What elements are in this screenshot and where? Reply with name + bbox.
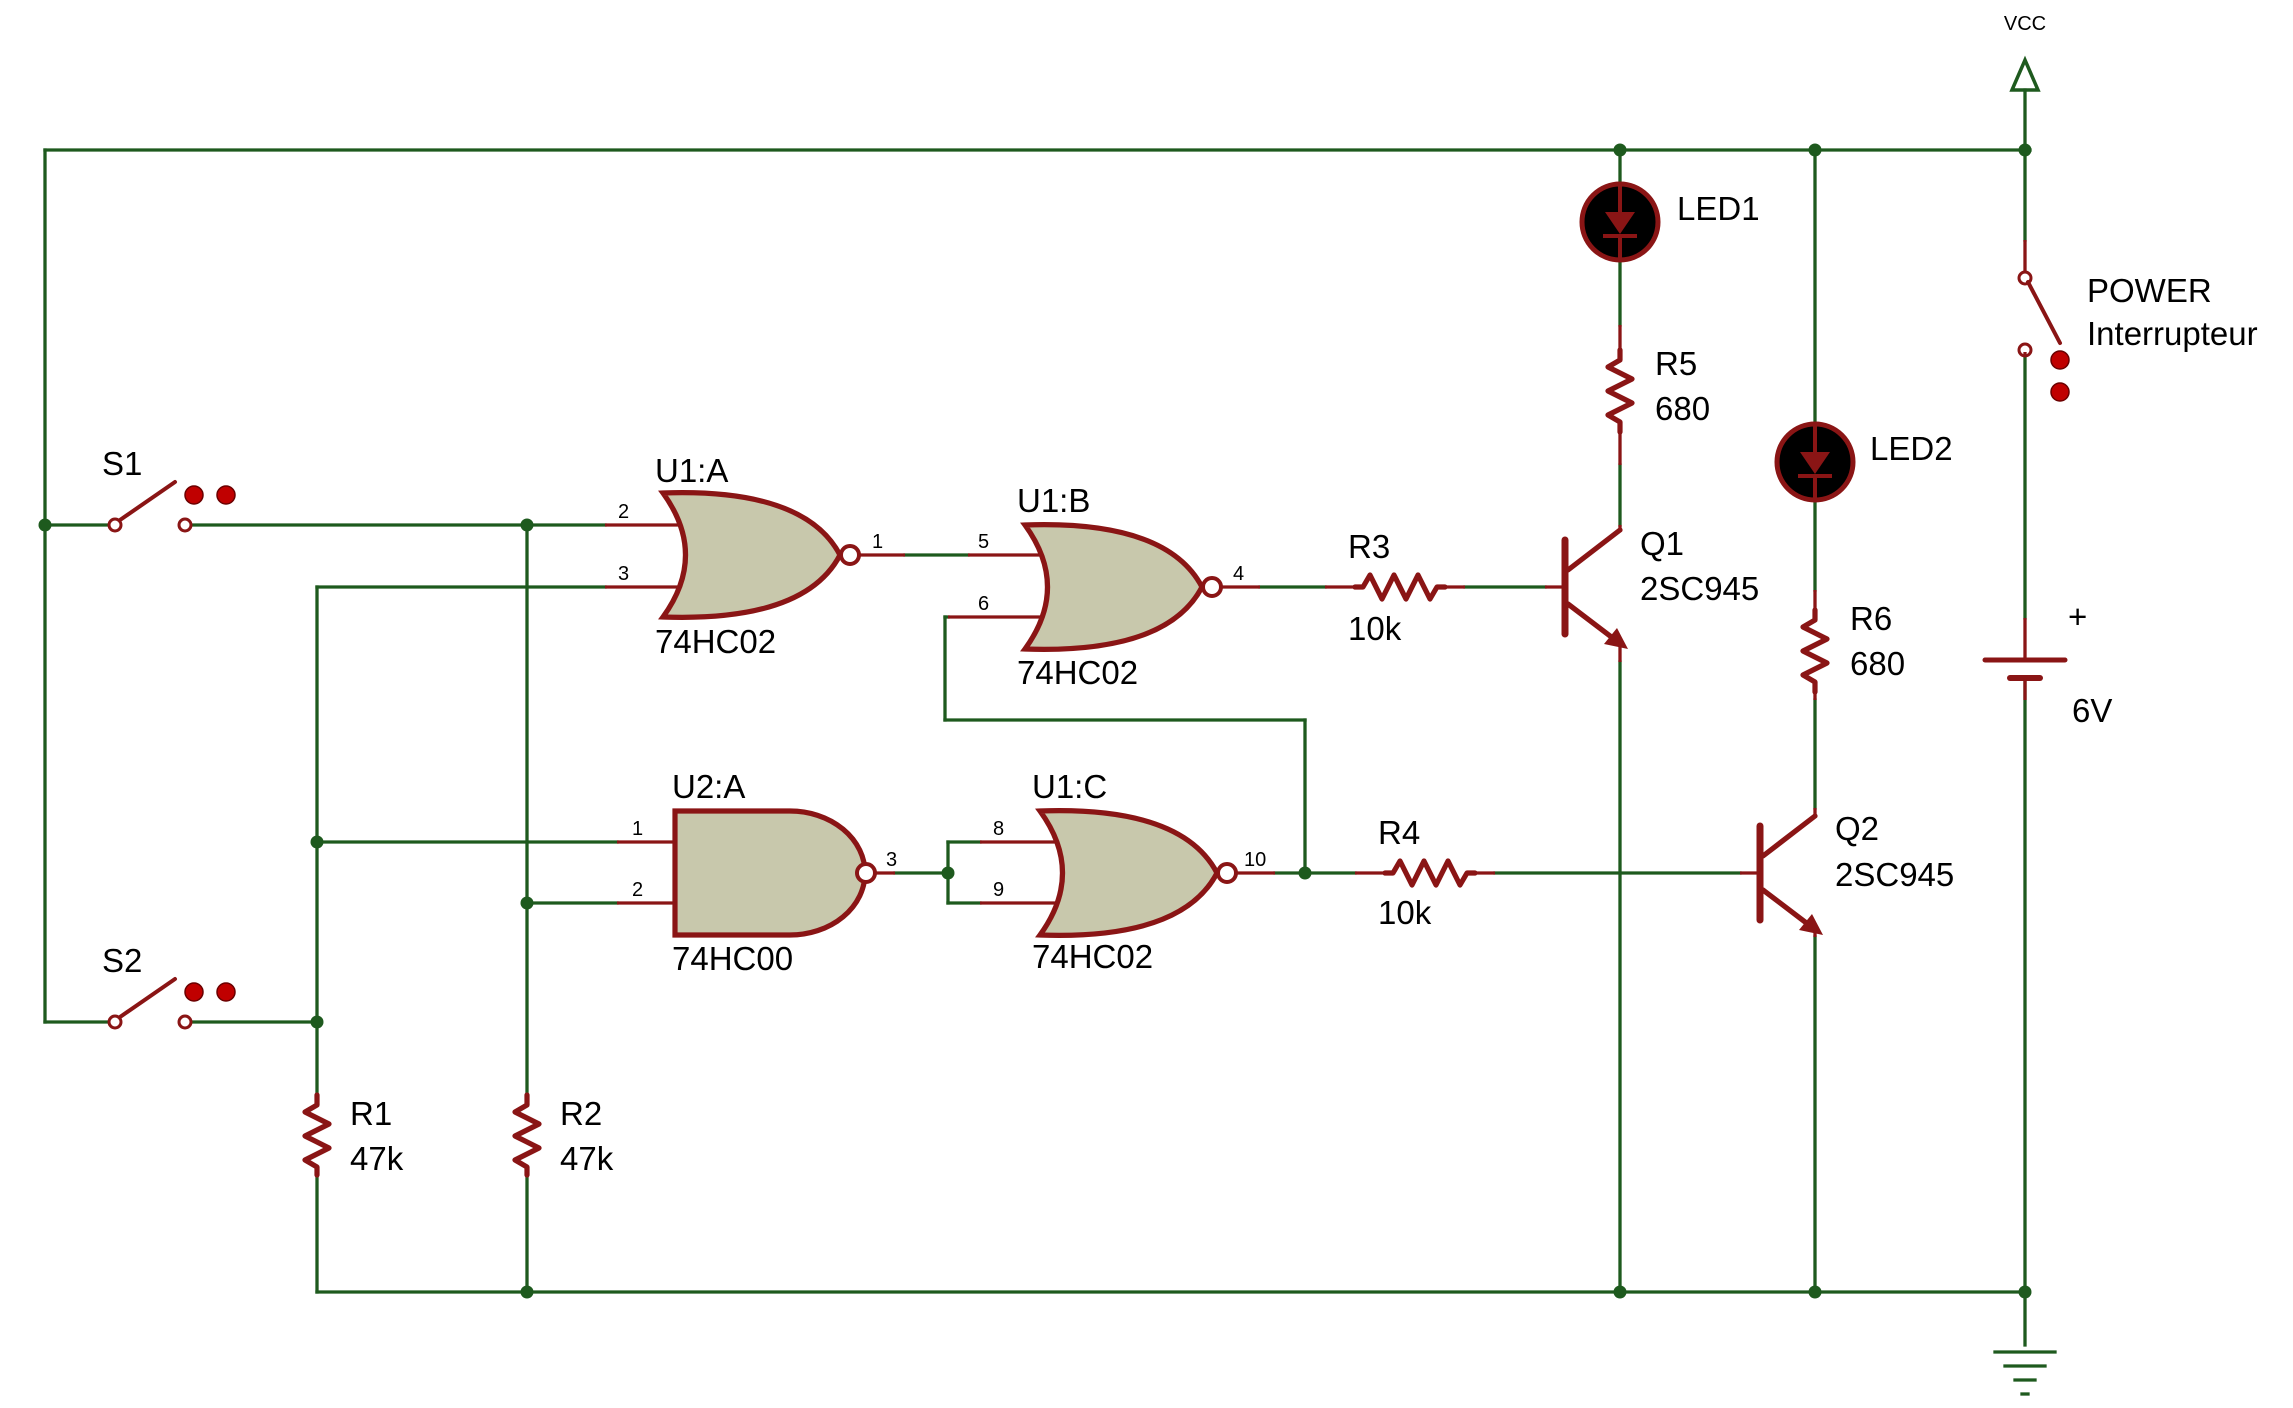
battery-6v[interactable]: + 6V	[1982, 598, 2112, 729]
pin-label: 1	[872, 531, 883, 553]
gate-part: 74HC02	[655, 623, 776, 660]
pin-label: 8	[993, 818, 1004, 840]
vcc-terminal[interactable]: VCC	[2004, 13, 2046, 92]
junction-dot	[941, 866, 955, 880]
switch-indicator-icon	[2050, 350, 2070, 402]
r5-value: 680	[1655, 390, 1710, 427]
junction-dot	[1808, 1285, 1822, 1299]
battery-polarity: +	[2068, 598, 2087, 635]
junction-dot	[1613, 1285, 1627, 1299]
r6-name: R6	[1850, 600, 1892, 637]
r2-value: 47k	[560, 1140, 614, 1177]
power-switch[interactable]: POWER Interrupteur	[2017, 240, 2258, 402]
pin-label: 6	[978, 593, 989, 615]
vcc-label: VCC	[2004, 13, 2046, 35]
switch-s2-label: S2	[102, 942, 142, 979]
resistor-r5[interactable]: R5 680	[1605, 325, 1710, 465]
pin-label: 1	[632, 818, 643, 840]
gate-u1a-nor[interactable]: 2 3 1 U1:A 74HC02	[605, 452, 905, 660]
switch-s1[interactable]: S1	[102, 445, 236, 533]
pin-label: 2	[618, 501, 629, 523]
r5-name: R5	[1655, 345, 1697, 382]
wires	[43, 88, 2032, 1347]
gate-part: 74HC02	[1017, 654, 1138, 691]
led2[interactable]: LED2	[1774, 421, 1953, 503]
pin-label: 5	[978, 531, 989, 553]
junction-dot	[38, 518, 52, 532]
r1-name: R1	[350, 1095, 392, 1132]
pin-label: 4	[1233, 563, 1244, 585]
gate-part: 74HC00	[672, 940, 793, 977]
r4-name: R4	[1378, 814, 1420, 851]
q2-value: 2SC945	[1835, 856, 1954, 893]
r3-value: 10k	[1348, 610, 1402, 647]
switch-s1-label: S1	[102, 445, 142, 482]
transistor-q1[interactable]: Q1 2SC945	[1545, 525, 1759, 662]
gate-ref: U1:C	[1032, 768, 1107, 805]
junction-dot	[2018, 143, 2032, 157]
r3-name: R3	[1348, 528, 1390, 565]
pin-label: 3	[618, 563, 629, 585]
switch-indicator-icon	[184, 485, 236, 505]
power-switch-value: Interrupteur	[2087, 315, 2258, 352]
junction-dot	[520, 1285, 534, 1299]
junction-dot	[520, 896, 534, 910]
gate-ref: U2:A	[672, 768, 745, 805]
r2-name: R2	[560, 1095, 602, 1132]
junction-dot	[310, 1015, 324, 1029]
transistor-q2[interactable]: Q2 2SC945	[1740, 808, 1954, 937]
pin-label: 9	[993, 879, 1004, 901]
junction-dot	[1298, 866, 1312, 880]
pin-label: 2	[632, 879, 643, 901]
gate-u2a-nand[interactable]: 1 2 3 U2:A 74HC00	[617, 768, 897, 977]
q1-name: Q1	[1640, 525, 1684, 562]
resistor-r1[interactable]: R1 47k	[302, 1092, 404, 1178]
r4-value: 10k	[1378, 894, 1432, 931]
led2-label: LED2	[1870, 430, 1953, 467]
led1[interactable]: LED1	[1579, 181, 1760, 263]
switch-indicator-icon	[184, 982, 236, 1002]
r1-value: 47k	[350, 1140, 404, 1177]
switch-s2[interactable]: S2	[102, 942, 236, 1030]
junction-dot	[1613, 143, 1627, 157]
junction-dot	[1808, 143, 1822, 157]
junction-dot	[310, 835, 324, 849]
resistor-r3[interactable]: R3 10k	[1325, 528, 1465, 647]
junction-dot	[520, 518, 534, 532]
q2-name: Q2	[1835, 810, 1879, 847]
resistor-r6[interactable]: R6 680	[1800, 590, 1905, 700]
gate-ref: U1:B	[1017, 482, 1090, 519]
r6-value: 680	[1850, 645, 1905, 682]
ground-symbol	[1993, 1350, 2057, 1396]
battery-value: 6V	[2072, 692, 2112, 729]
pin-label: 10	[1244, 849, 1266, 871]
pin-label: 3	[886, 849, 897, 871]
junction-dot	[2018, 1285, 2032, 1299]
gate-u1c-nor[interactable]: 8 9 10 U1:C 74HC02	[980, 768, 1275, 975]
led1-label: LED1	[1677, 190, 1760, 227]
gate-u1b-nor[interactable]: 5 6 4 U1:B 74HC02	[948, 482, 1260, 691]
gate-ref: U1:A	[655, 452, 728, 489]
resistor-r2[interactable]: R2 47k	[512, 1092, 614, 1178]
resistor-r4[interactable]: R4 10k	[1355, 814, 1495, 931]
q1-value: 2SC945	[1640, 570, 1759, 607]
power-switch-name: POWER	[2087, 272, 2212, 309]
junctions	[38, 143, 2032, 1299]
gate-part: 74HC02	[1032, 938, 1153, 975]
